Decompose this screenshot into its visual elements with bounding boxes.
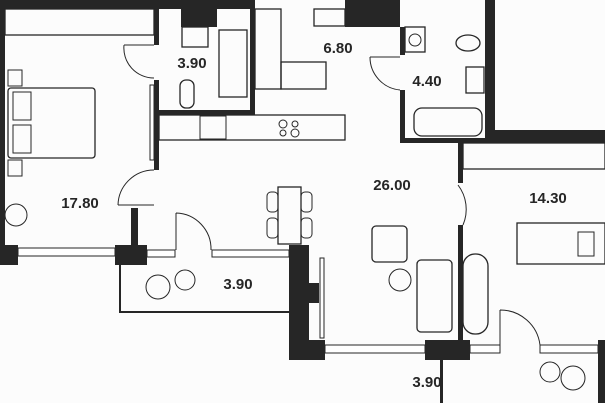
- kitchen-counter: [158, 114, 346, 141]
- room-area-balcony-1: 3.90: [223, 276, 252, 293]
- wardrobe-closets: [4, 8, 605, 170]
- room-labels: 3.90 6.80 4.40 17.80 26.00 14.30 3.90 3.…: [61, 40, 567, 391]
- room-area-bedroom-2: 14.30: [529, 190, 567, 207]
- bathroom-fixtures: [179, 26, 485, 137]
- room-area-balcony-2: 3.90: [412, 374, 441, 391]
- furniture: [4, 69, 605, 391]
- windows: [17, 247, 599, 354]
- room-area-living-kitchen: 26.00: [373, 177, 411, 194]
- room-area-bedroom-1: 17.80: [61, 195, 99, 212]
- doors: [117, 44, 541, 346]
- room-area-bathroom-2: 4.40: [412, 73, 441, 90]
- room-area-bathroom-1: 3.90: [177, 55, 206, 72]
- balcony-outlines: [119, 265, 289, 313]
- room-area-wardrobe: 6.80: [323, 40, 352, 57]
